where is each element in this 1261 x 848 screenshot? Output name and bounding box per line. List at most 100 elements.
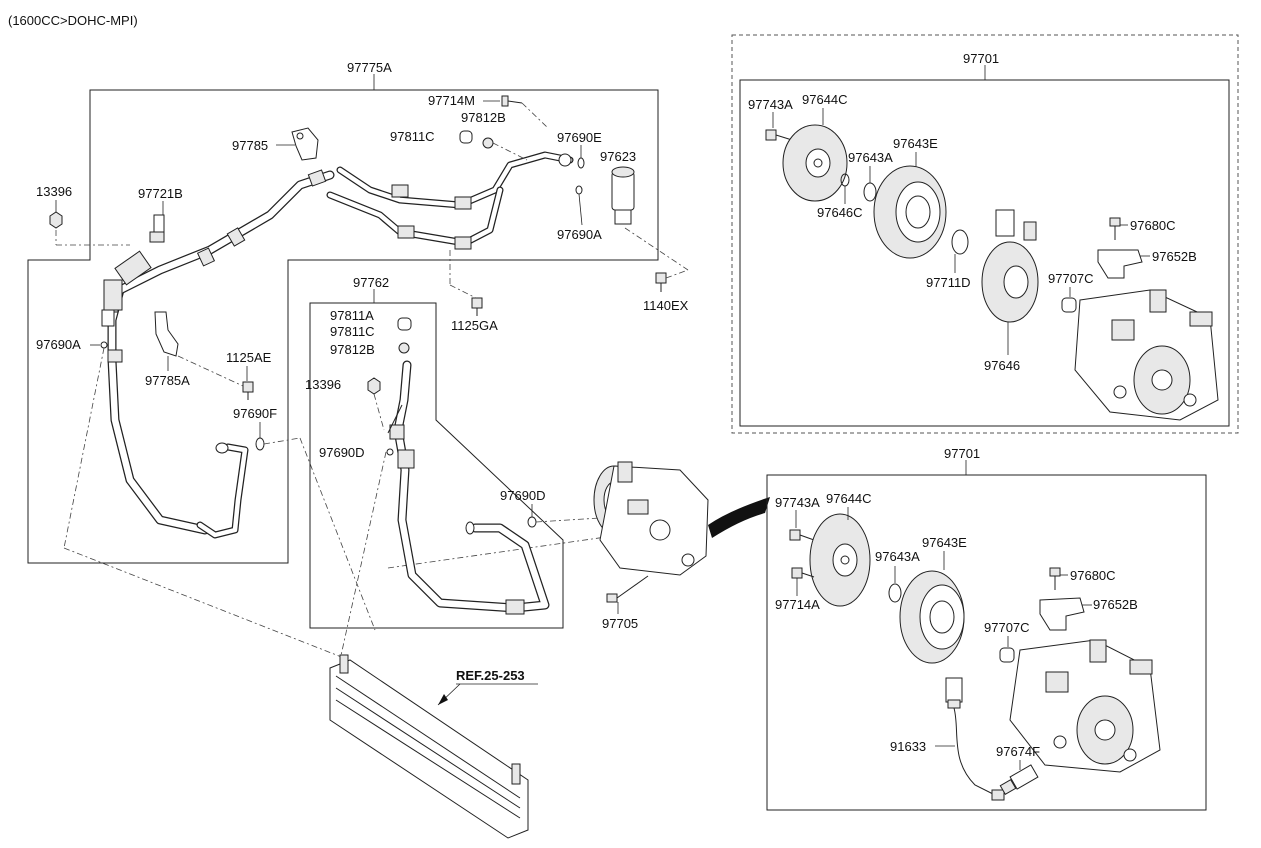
bolt-97714M[interactable] [501, 95, 523, 107]
part-label-97690D-left[interactable]: 97690D [319, 445, 365, 460]
compressor-body-top[interactable] [1074, 289, 1219, 421]
part-label-97811C-top[interactable]: 97811C [390, 129, 435, 144]
snap-ring-97711D-top[interactable] [951, 229, 969, 255]
part-label-97714A-bottom[interactable]: 97714A [775, 597, 820, 612]
part-label-97705[interactable]: 97705 [602, 616, 638, 631]
part-label-97646C-top[interactable]: 97646C [817, 205, 863, 220]
part-label-97652B-bottom[interactable]: 97652B [1093, 597, 1138, 612]
part-label-97690A-top[interactable]: 97690A [557, 227, 602, 242]
receiver-drier-97623[interactable] [611, 166, 635, 225]
bolt-1140EX[interactable] [655, 272, 667, 292]
bolt-97743A-bottom[interactable] [789, 529, 815, 541]
part-label-97714M[interactable]: 97714M [428, 93, 475, 108]
bracket-97785[interactable] [291, 127, 319, 161]
bracket-97785A[interactable] [154, 311, 179, 357]
part-label-13396-mid[interactable]: 13396 [305, 377, 341, 392]
part-label-97623[interactable]: 97623 [600, 149, 636, 164]
dashed-outline-top [731, 34, 1239, 434]
part-label-97643A-top[interactable]: 97643A [848, 150, 893, 165]
part-label-97811A[interactable]: 97811A [330, 308, 374, 323]
bolt-1125AE[interactable] [242, 381, 254, 400]
clutch-hub-97644C-top[interactable] [782, 124, 848, 202]
bolt-97705[interactable] [606, 575, 649, 603]
part-label-97711D-top[interactable]: 97711D [926, 275, 971, 290]
snap-ring-97643A-bottom[interactable] [888, 583, 902, 603]
o-ring-97690E[interactable] [577, 157, 585, 169]
part-label-97644C-bottom[interactable]: 97644C [826, 491, 872, 506]
part-label-97652B-top[interactable]: 97652B [1152, 249, 1197, 264]
part-label-97680C-bottom[interactable]: 97680C [1070, 568, 1116, 583]
part-label-97775A[interactable]: 97775A [347, 60, 392, 75]
o-ring-97690D-left[interactable] [386, 448, 394, 456]
nut-13396-left[interactable] [49, 211, 63, 229]
o-ring-97690A-top[interactable] [575, 185, 583, 195]
cap-97707C-bottom[interactable] [999, 647, 1015, 663]
part-label-1140EX[interactable]: 1140EX [643, 298, 689, 313]
part-label-97812B-top[interactable]: 97812B [461, 110, 506, 125]
part-label-97811C-mid[interactable]: 97811C [330, 324, 375, 339]
snap-ring-97643A-top[interactable] [863, 182, 877, 202]
part-label-97690D-right[interactable]: 97690D [500, 488, 546, 503]
screw-97680C-top[interactable] [1109, 217, 1121, 240]
part-label-97785A[interactable]: 97785A [145, 373, 190, 388]
pulley-97643E-bottom[interactable] [899, 570, 965, 664]
cap-97707C-top[interactable] [1061, 297, 1077, 313]
ref-label[interactable]: REF.25-253 [456, 668, 525, 683]
bolt-1125GA[interactable] [471, 297, 483, 316]
part-label-97743A-top[interactable]: 97743A [748, 97, 793, 112]
part-label-91633-bottom[interactable]: 91633 [890, 739, 926, 754]
discharge-hose[interactable] [389, 360, 550, 615]
part-label-97785[interactable]: 97785 [232, 138, 268, 153]
part-label-97680C-top[interactable]: 97680C [1130, 218, 1176, 233]
part-label-97690A-left[interactable]: 97690A [36, 337, 81, 352]
part-label-97690E[interactable]: 97690E [557, 130, 602, 145]
condenser[interactable] [329, 654, 529, 839]
box-outline-top [739, 79, 1230, 427]
part-label-97690F[interactable]: 97690F [233, 406, 277, 421]
suction-hose[interactable] [103, 169, 335, 535]
clutch-hub-97644C-bottom[interactable] [809, 513, 871, 607]
pressure-switch-97721B[interactable] [149, 214, 165, 243]
part-label-13396-left[interactable]: 13396 [36, 184, 72, 199]
o-ring-97690A-left[interactable] [100, 341, 108, 349]
part-label-97674F-bottom[interactable]: 97674F [996, 744, 1040, 759]
part-label-97643A-bottom[interactable]: 97643A [875, 549, 920, 564]
o-ring-97690F[interactable] [255, 437, 265, 451]
part-label-97721B[interactable]: 97721B [138, 186, 183, 201]
part-label-1125AE[interactable]: 1125AE [226, 350, 272, 365]
pressure-sensor-97674F[interactable] [999, 764, 1039, 796]
part-label-97707C-top[interactable]: 97707C [1048, 271, 1094, 286]
engine-spec-caption: (1600CC>DOHC-MPI) [8, 13, 138, 28]
part-label-97762[interactable]: 97762 [353, 275, 389, 290]
wiring-harness-91633[interactable] [945, 677, 1005, 801]
nut-97812B-mid[interactable] [398, 342, 410, 354]
part-label-97743A-bottom[interactable]: 97743A [775, 495, 820, 510]
cap-97811A[interactable] [397, 317, 412, 331]
part-label-97707C-bottom[interactable]: 97707C [984, 620, 1030, 635]
assembly-outline-97762 [309, 302, 564, 629]
nut-97812B[interactable] [482, 137, 494, 149]
part-label-97644C-top[interactable]: 97644C [802, 92, 848, 107]
compressor-main[interactable] [593, 461, 709, 576]
bolt-97743A-top[interactable] [765, 129, 793, 141]
cap-97811C[interactable] [459, 130, 473, 144]
discharge-tube[interactable] [326, 151, 574, 250]
liquid-tube-loop[interactable] [196, 442, 249, 539]
part-label-97643E-bottom[interactable]: 97643E [922, 535, 967, 550]
part-label-97812B-mid[interactable]: 97812B [330, 342, 375, 357]
screw-97680C-bottom[interactable] [1049, 567, 1061, 590]
nut-13396-mid[interactable] [367, 377, 381, 395]
part-label-97701-top[interactable]: 97701 [963, 51, 999, 66]
field-coil-97646-top[interactable] [981, 209, 1039, 323]
bracket-97652B-bottom[interactable] [1039, 597, 1085, 631]
o-ring-97690D-right[interactable] [527, 516, 537, 528]
bracket-97652B-top[interactable] [1097, 249, 1143, 279]
hose-assembly-97775A-group: 97775A [27, 60, 689, 631]
compressor-body-bottom[interactable] [1009, 639, 1161, 773]
part-label-1125GA[interactable]: 1125GA [451, 318, 498, 333]
hose-fitting-block[interactable] [101, 250, 152, 327]
part-label-97701-bottom[interactable]: 97701 [944, 446, 980, 461]
part-label-97646-top[interactable]: 97646 [984, 358, 1020, 373]
pulley-97643E-top[interactable] [873, 165, 947, 259]
part-label-97643E-top[interactable]: 97643E [893, 136, 938, 151]
